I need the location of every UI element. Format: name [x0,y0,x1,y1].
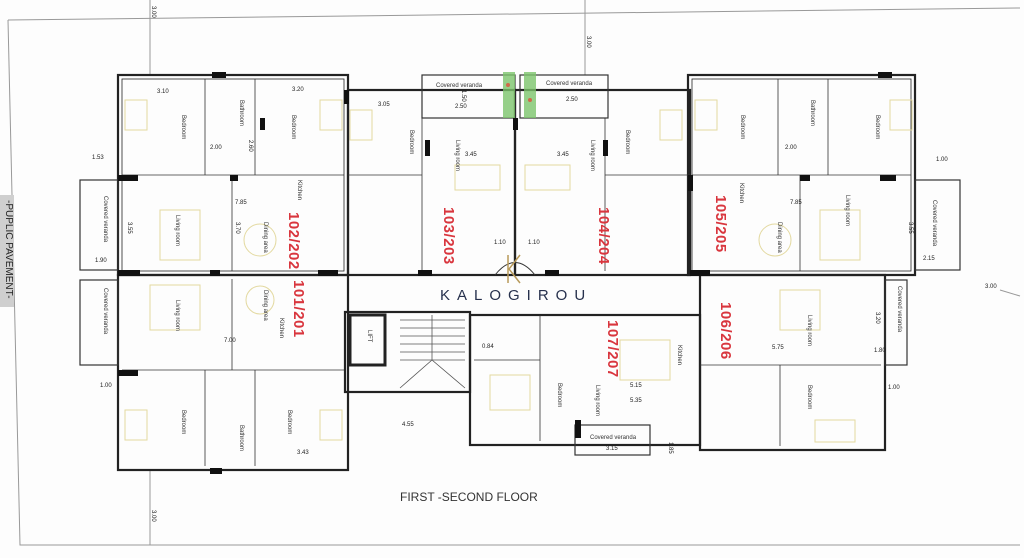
interior-walls [122,79,911,466]
dimension: 3.45 [465,152,477,158]
unit-label-105: 105/205 [712,195,729,253]
room-label: Living room [806,315,812,347]
dimension: 1.10 [494,240,506,246]
room-label: Living room [594,385,600,417]
room-label: Bedroom [408,130,414,155]
unit-label-102: 102/202 [285,212,302,270]
dimension: 3.05 [378,102,390,108]
room-label: Living room [454,140,460,172]
brand-name: KALOGIROU [440,287,593,304]
room-label: Bedroom [290,115,296,140]
room-label: Bedroom [806,385,812,410]
dimension: 7.85 [235,200,247,206]
dimension: 5.15 [630,383,642,389]
room-label: Bedroom [180,115,186,140]
room-label: Bedroom [739,115,745,140]
room-label: Bathroom [238,100,244,127]
unit-label-104: 104/204 [595,207,612,265]
veranda-label: Covered veranda [546,81,593,87]
lift-label: LIFT [366,330,372,343]
dimension: 5.35 [630,398,642,404]
dimension: 1.10 [528,240,540,246]
dimension: 1.00 [888,385,900,391]
veranda-label: Covered veranda [102,288,108,335]
furniture [124,99,913,443]
dimension: 3.55 [907,222,913,234]
room-label: Dining area [776,222,782,253]
floor-title: FIRST -SECOND FLOOR [400,490,538,504]
room-label: Dining area [262,290,268,321]
unit-label-106: 106/206 [717,302,734,360]
veranda-label: Covered veranda [590,435,637,441]
room-label: Dining area [262,222,268,253]
unit-101-outline [116,273,350,472]
room-label: Bedroom [556,383,562,408]
dimension: 3.10 [157,89,169,95]
dimension: 4.55 [402,422,414,428]
unit-label-103: 103/203 [440,207,457,265]
dimension: 3.00 [985,284,997,290]
dimension: 3.45 [557,152,569,158]
dimension: 1.90 [95,258,107,264]
unit-label-107: 107/207 [604,320,621,378]
public-pavement-label: -PUPLIC PAVEMENT- [3,200,14,299]
side-tab [0,195,14,307]
lift-shaft [348,313,387,367]
dimension: 2.00 [210,145,222,151]
dimension: 7.85 [790,200,802,206]
dimension: 0.84 [482,344,494,350]
verandas [79,74,961,456]
room-label: Kitchen [738,183,744,204]
dimension: 2.60 [247,140,253,152]
dimension: 1.50 [460,90,466,102]
site-boundary [7,7,1021,21]
dimension: 7.00 [224,338,236,344]
dimension: 1.80 [874,348,886,354]
room-label: Kitchen [278,318,284,339]
veranda-label: Covered veranda [896,286,902,333]
walls [116,73,917,472]
dimension: 3.20 [292,87,304,93]
dimension: 1.85 [667,442,673,454]
room-label: Bedroom [624,130,630,155]
dimension: 3.00 [150,510,156,522]
veranda-label: Covered veranda [931,200,937,247]
room-label: Living room [174,300,180,332]
room-label: Bathroom [809,100,815,127]
dimension: 2.00 [785,145,797,151]
dimension: 2.50 [566,97,578,103]
room-label: Living room [844,195,850,227]
kalogirou-logo-icon [507,254,521,284]
dimension: 3.00 [585,36,591,48]
room-label: Kitchen [296,180,302,201]
room-label: Bedroom [286,410,292,435]
dimension: 3.55 [126,222,132,234]
plants-decoration [503,72,536,118]
room-label: Bathroom [238,425,244,452]
veranda-label: Covered veranda [102,196,108,243]
room-label: Bedroom [180,410,186,435]
room-label: Bedroom [874,115,880,140]
dimension: 1.00 [936,157,948,163]
dimension: 3.15 [606,446,618,452]
dimension: 2.15 [923,256,935,262]
dimension: 3.00 [150,6,156,18]
room-label: Living room [174,215,180,247]
dimension: 3.43 [297,450,309,456]
dimension: 3.20 [874,312,880,324]
dimension: 5.75 [772,345,784,351]
veranda-label: Covered veranda [436,83,483,89]
unit-label-101: 101/201 [290,280,307,338]
room-label: Kitchen [676,345,682,366]
dimension: 2.50 [455,104,467,110]
room-label: Living room [589,140,595,172]
dimension: 1.00 [100,383,112,389]
columns [118,72,896,474]
dimension: 3.70 [234,222,240,234]
dimension: 1.53 [92,155,104,161]
